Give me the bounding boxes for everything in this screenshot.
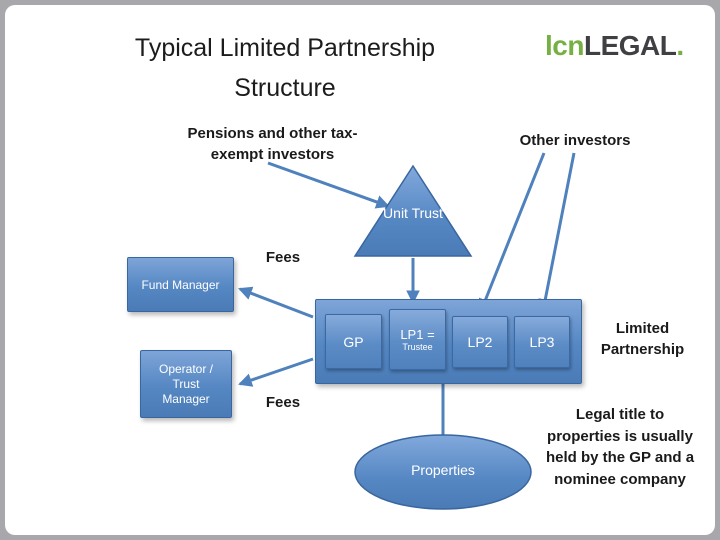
node-lp3: LP3 (514, 316, 570, 368)
arrow-lp-to-fund-manager (238, 286, 314, 319)
label-limited-partnership: Limited Partnership (600, 320, 685, 358)
node-lp1-trustee: LP1 = Trustee (389, 309, 446, 370)
properties-ellipse (354, 434, 532, 510)
properties-label: Properties (411, 462, 475, 478)
logo-dot: . (676, 30, 684, 61)
page-title: Typical Limited Partnership Structure (134, 34, 436, 102)
logo-legal-text: LEGAL (583, 30, 677, 61)
node-gp: GP (325, 314, 382, 369)
unit-trust-triangle (353, 164, 473, 257)
label-pensions-investors: Pensions and other tax-exempt investors (187, 125, 358, 163)
fund-manager-label: Fund Manager (141, 277, 220, 292)
logo-lcn-text: lcn (545, 30, 584, 61)
gp-label: GP (343, 333, 364, 350)
arrow-lp-to-operator (238, 357, 314, 387)
label-fees-top: Fees (265, 249, 301, 266)
arrow-other-investors-to-lp2 (478, 152, 546, 313)
label-other-investors: Other investors (519, 132, 631, 149)
node-operator-trust-manager: Operator / Trust Manager (140, 350, 232, 418)
node-fund-manager: Fund Manager (127, 257, 234, 312)
arrow-pensions-to-unit-trust (267, 161, 390, 209)
node-lp2: LP2 (452, 316, 508, 368)
arrow-other-investors-to-lp3 (538, 152, 576, 314)
arrow-group (238, 152, 576, 437)
lcn-legal-logo: lcnLEGAL. (545, 30, 684, 62)
operator-label: Operator / Trust Manager (158, 361, 214, 406)
label-legal-note: Legal title to properties is usually hel… (545, 406, 695, 488)
unit-trust-label: Unit Trust (383, 205, 443, 221)
lp3-label: LP3 (529, 334, 555, 350)
lp1-label: LP1 = (400, 326, 435, 342)
lp2-label: LP2 (467, 334, 493, 350)
lp1-sub-label: Trustee (402, 341, 433, 352)
label-fees-bottom: Fees (265, 394, 301, 411)
slide-background (5, 5, 715, 535)
